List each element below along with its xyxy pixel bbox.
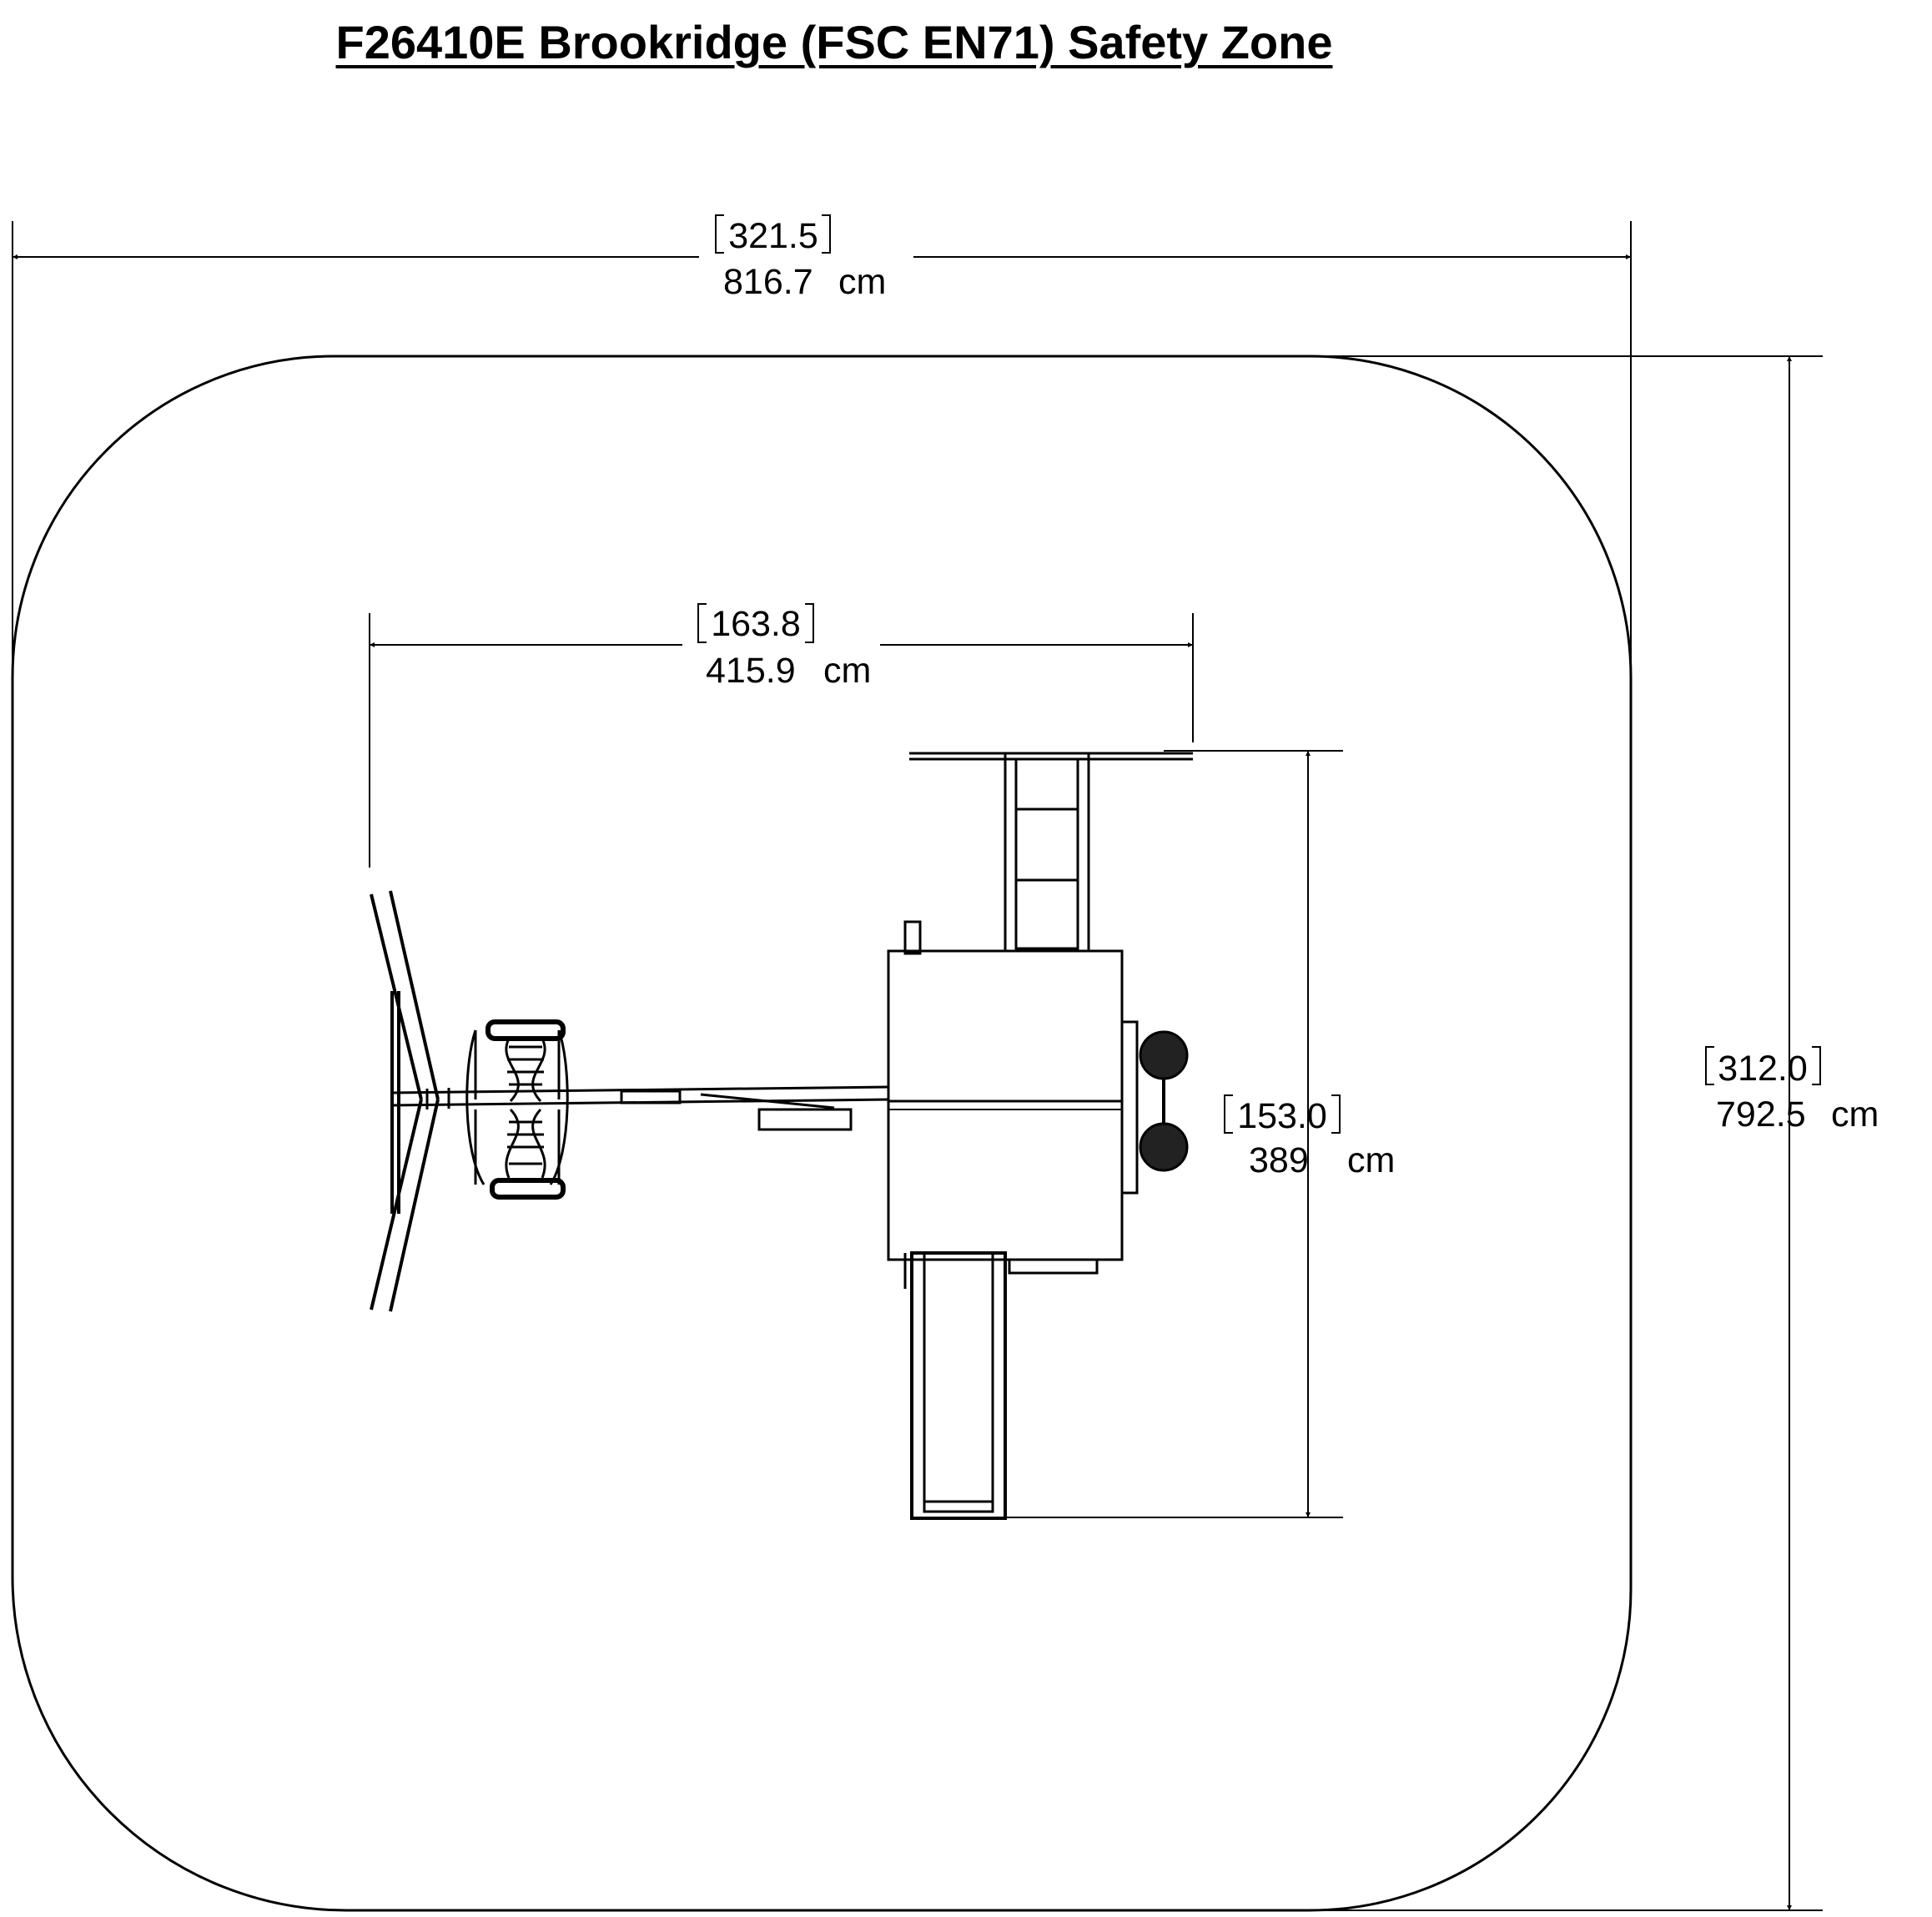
a-frame-legs bbox=[370, 890, 440, 1312]
ladder bbox=[909, 752, 1193, 953]
beam-brackets bbox=[620, 1089, 853, 1131]
set-width-metric: 415.9 bbox=[706, 651, 796, 691]
overall-depth-inches: 312.0 bbox=[1718, 1049, 1808, 1089]
overall-width-metric: 816.7 bbox=[723, 262, 813, 302]
overall-depth-metric: 792.5 bbox=[1716, 1094, 1806, 1135]
climbing-holds bbox=[1120, 1020, 1189, 1195]
overall-width-inches: 321.5 bbox=[728, 216, 818, 256]
page-title: F26410E Brookridge (FSC EN71) Safety Zon… bbox=[335, 16, 1333, 68]
swing-seat-bottom bbox=[465, 1029, 569, 1200]
set-depth-metric: 389 bbox=[1249, 1140, 1309, 1180]
set-depth-inches: 153.0 bbox=[1237, 1096, 1327, 1136]
safety-zone-outline bbox=[11, 355, 1633, 1912]
overall-width-dimension: 321.5 816.7 cm bbox=[12, 214, 1632, 677]
set-width-unit: cm bbox=[823, 651, 871, 691]
overall-depth-dimension: 312.0 792.5 cm bbox=[1310, 355, 1879, 1911]
set-depth-dimension: 153.0 389 cm bbox=[1005, 750, 1395, 1518]
set-width-dimension: 163.8 415.9 cm bbox=[369, 603, 1194, 868]
play-set-plan bbox=[370, 752, 1193, 1520]
overall-depth-unit: cm bbox=[1831, 1094, 1879, 1135]
swing-seat-top bbox=[474, 1019, 566, 1103]
fort-deck bbox=[887, 920, 1124, 1275]
set-depth-unit: cm bbox=[1347, 1140, 1395, 1180]
set-width-inches: 163.8 bbox=[711, 604, 801, 644]
slide bbox=[903, 1251, 1007, 1520]
overall-width-unit: cm bbox=[838, 262, 886, 302]
